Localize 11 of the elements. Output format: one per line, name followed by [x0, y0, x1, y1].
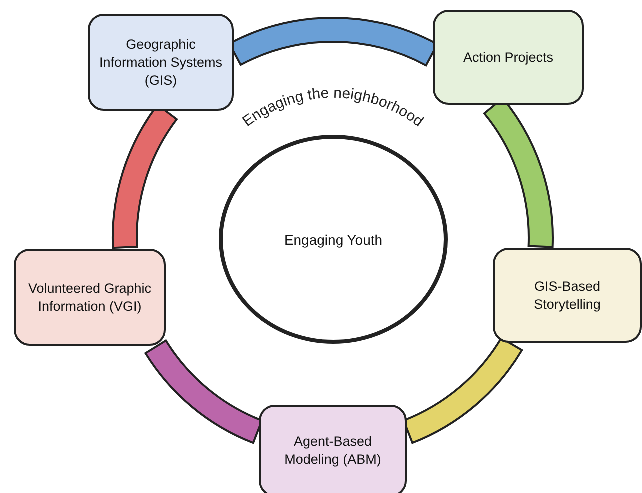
node-text: Engaging Youth — [283, 230, 384, 248]
stage-box — [259, 405, 407, 493]
node-text: Agent-Based Modeling (ABM) — [284, 433, 382, 469]
node-text: GIS-Based Storytelling — [533, 278, 602, 314]
node-text: Volunteered Graphic Information (VGI) — [27, 280, 153, 316]
stage-box — [14, 249, 166, 346]
stage-box — [433, 10, 584, 105]
stage-box — [88, 14, 234, 111]
stage-box — [493, 248, 642, 343]
node-text: Action Projects — [462, 48, 555, 66]
node-text: Geographic Information Systems (GIS) — [98, 36, 224, 90]
